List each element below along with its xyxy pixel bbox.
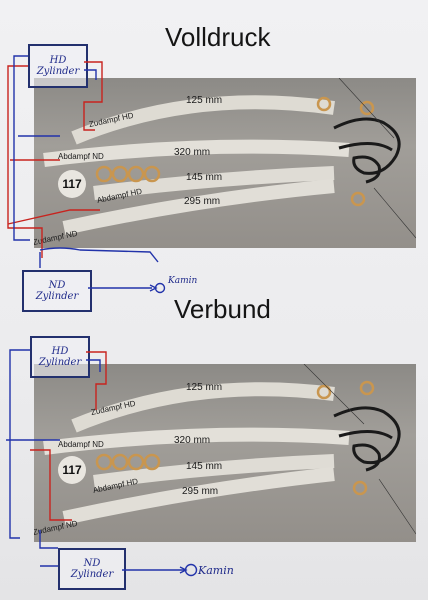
kamin-circle xyxy=(184,563,198,577)
label-125mm: 125 mm xyxy=(186,382,223,393)
clip-wire xyxy=(333,117,401,184)
ring xyxy=(143,453,161,471)
cylinder-label-line2: Zylinder xyxy=(35,291,79,302)
kamin-circle xyxy=(154,282,166,294)
ring xyxy=(95,453,113,471)
hd-cylinder-box-bottom: HD Zylinder xyxy=(30,336,90,378)
ring xyxy=(359,100,375,116)
guide-line xyxy=(378,478,416,535)
kamin-label-top: Kamin xyxy=(168,276,198,286)
tube-photo-drawing xyxy=(43,78,416,239)
arrow-icon xyxy=(179,566,188,574)
cylinder-label-line2: Zylinder xyxy=(70,569,114,580)
label-320mm: 320 mm xyxy=(174,435,211,446)
cylinder-label-line1: HD xyxy=(49,55,67,66)
ring xyxy=(359,380,375,396)
tube-125 xyxy=(71,382,335,433)
guide-line xyxy=(338,78,395,139)
hd-cylinder-box-top: HD Zylinder xyxy=(28,44,88,88)
guide-line xyxy=(373,187,416,239)
cylinder-label-line2: Zylinder xyxy=(36,66,80,77)
ring xyxy=(111,453,129,471)
arrow-icon xyxy=(149,284,158,292)
section-title-verbund: Verbund xyxy=(174,294,271,324)
label-abdampf-nd: Abdampf ND xyxy=(58,152,104,161)
ring xyxy=(111,165,129,183)
ring xyxy=(316,384,332,400)
ring xyxy=(352,480,368,496)
ring xyxy=(127,165,145,183)
ring xyxy=(143,165,161,183)
label-295mm: 295 mm xyxy=(184,196,221,207)
tube-125 xyxy=(71,95,335,145)
number-badge: 117 xyxy=(58,456,86,484)
clip-wire-2 xyxy=(338,430,393,440)
clip-wire xyxy=(333,406,401,472)
ring xyxy=(350,191,366,207)
nd-cylinder-box-bottom: ND Zylinder xyxy=(58,548,126,590)
cylinder-label-line1: ND xyxy=(83,558,101,569)
label-320mm: 320 mm xyxy=(174,147,211,158)
label-145mm: 145 mm xyxy=(186,172,223,183)
tube-photo-volldruck: Zudampf HD 125 mm Abdampf ND 320 mm 145 … xyxy=(34,78,416,248)
cylinder-label-line1: ND xyxy=(48,280,66,291)
tube-320 xyxy=(43,427,350,455)
kamin-label-bottom: Kamin xyxy=(198,564,234,577)
label-125mm: 125 mm xyxy=(186,95,223,106)
label-145mm: 145 mm xyxy=(186,461,223,472)
tube-320 xyxy=(43,139,350,167)
ring xyxy=(316,96,332,112)
tube-145 xyxy=(93,166,335,200)
ring xyxy=(127,453,145,471)
guide-line xyxy=(303,364,365,425)
clip-wire-2 xyxy=(338,142,393,152)
section-title-volldruck: Volldruck xyxy=(165,22,271,52)
tube-photo-verbund: Zudampf HD 125 mm Abdampf ND 320 mm 145 … xyxy=(34,364,416,542)
ring xyxy=(95,165,113,183)
tube-photo-drawing xyxy=(43,364,416,535)
cylinder-label-line1: HD xyxy=(51,346,69,357)
nd-cylinder-box-top: ND Zylinder xyxy=(22,270,92,312)
label-295mm: 295 mm xyxy=(182,486,219,497)
number-badge: 117 xyxy=(58,170,86,198)
tube-145 xyxy=(93,454,335,489)
label-abdampf-nd: Abdampf ND xyxy=(58,440,104,449)
cylinder-label-line2: Zylinder xyxy=(38,357,82,368)
tube-295 xyxy=(62,467,335,525)
